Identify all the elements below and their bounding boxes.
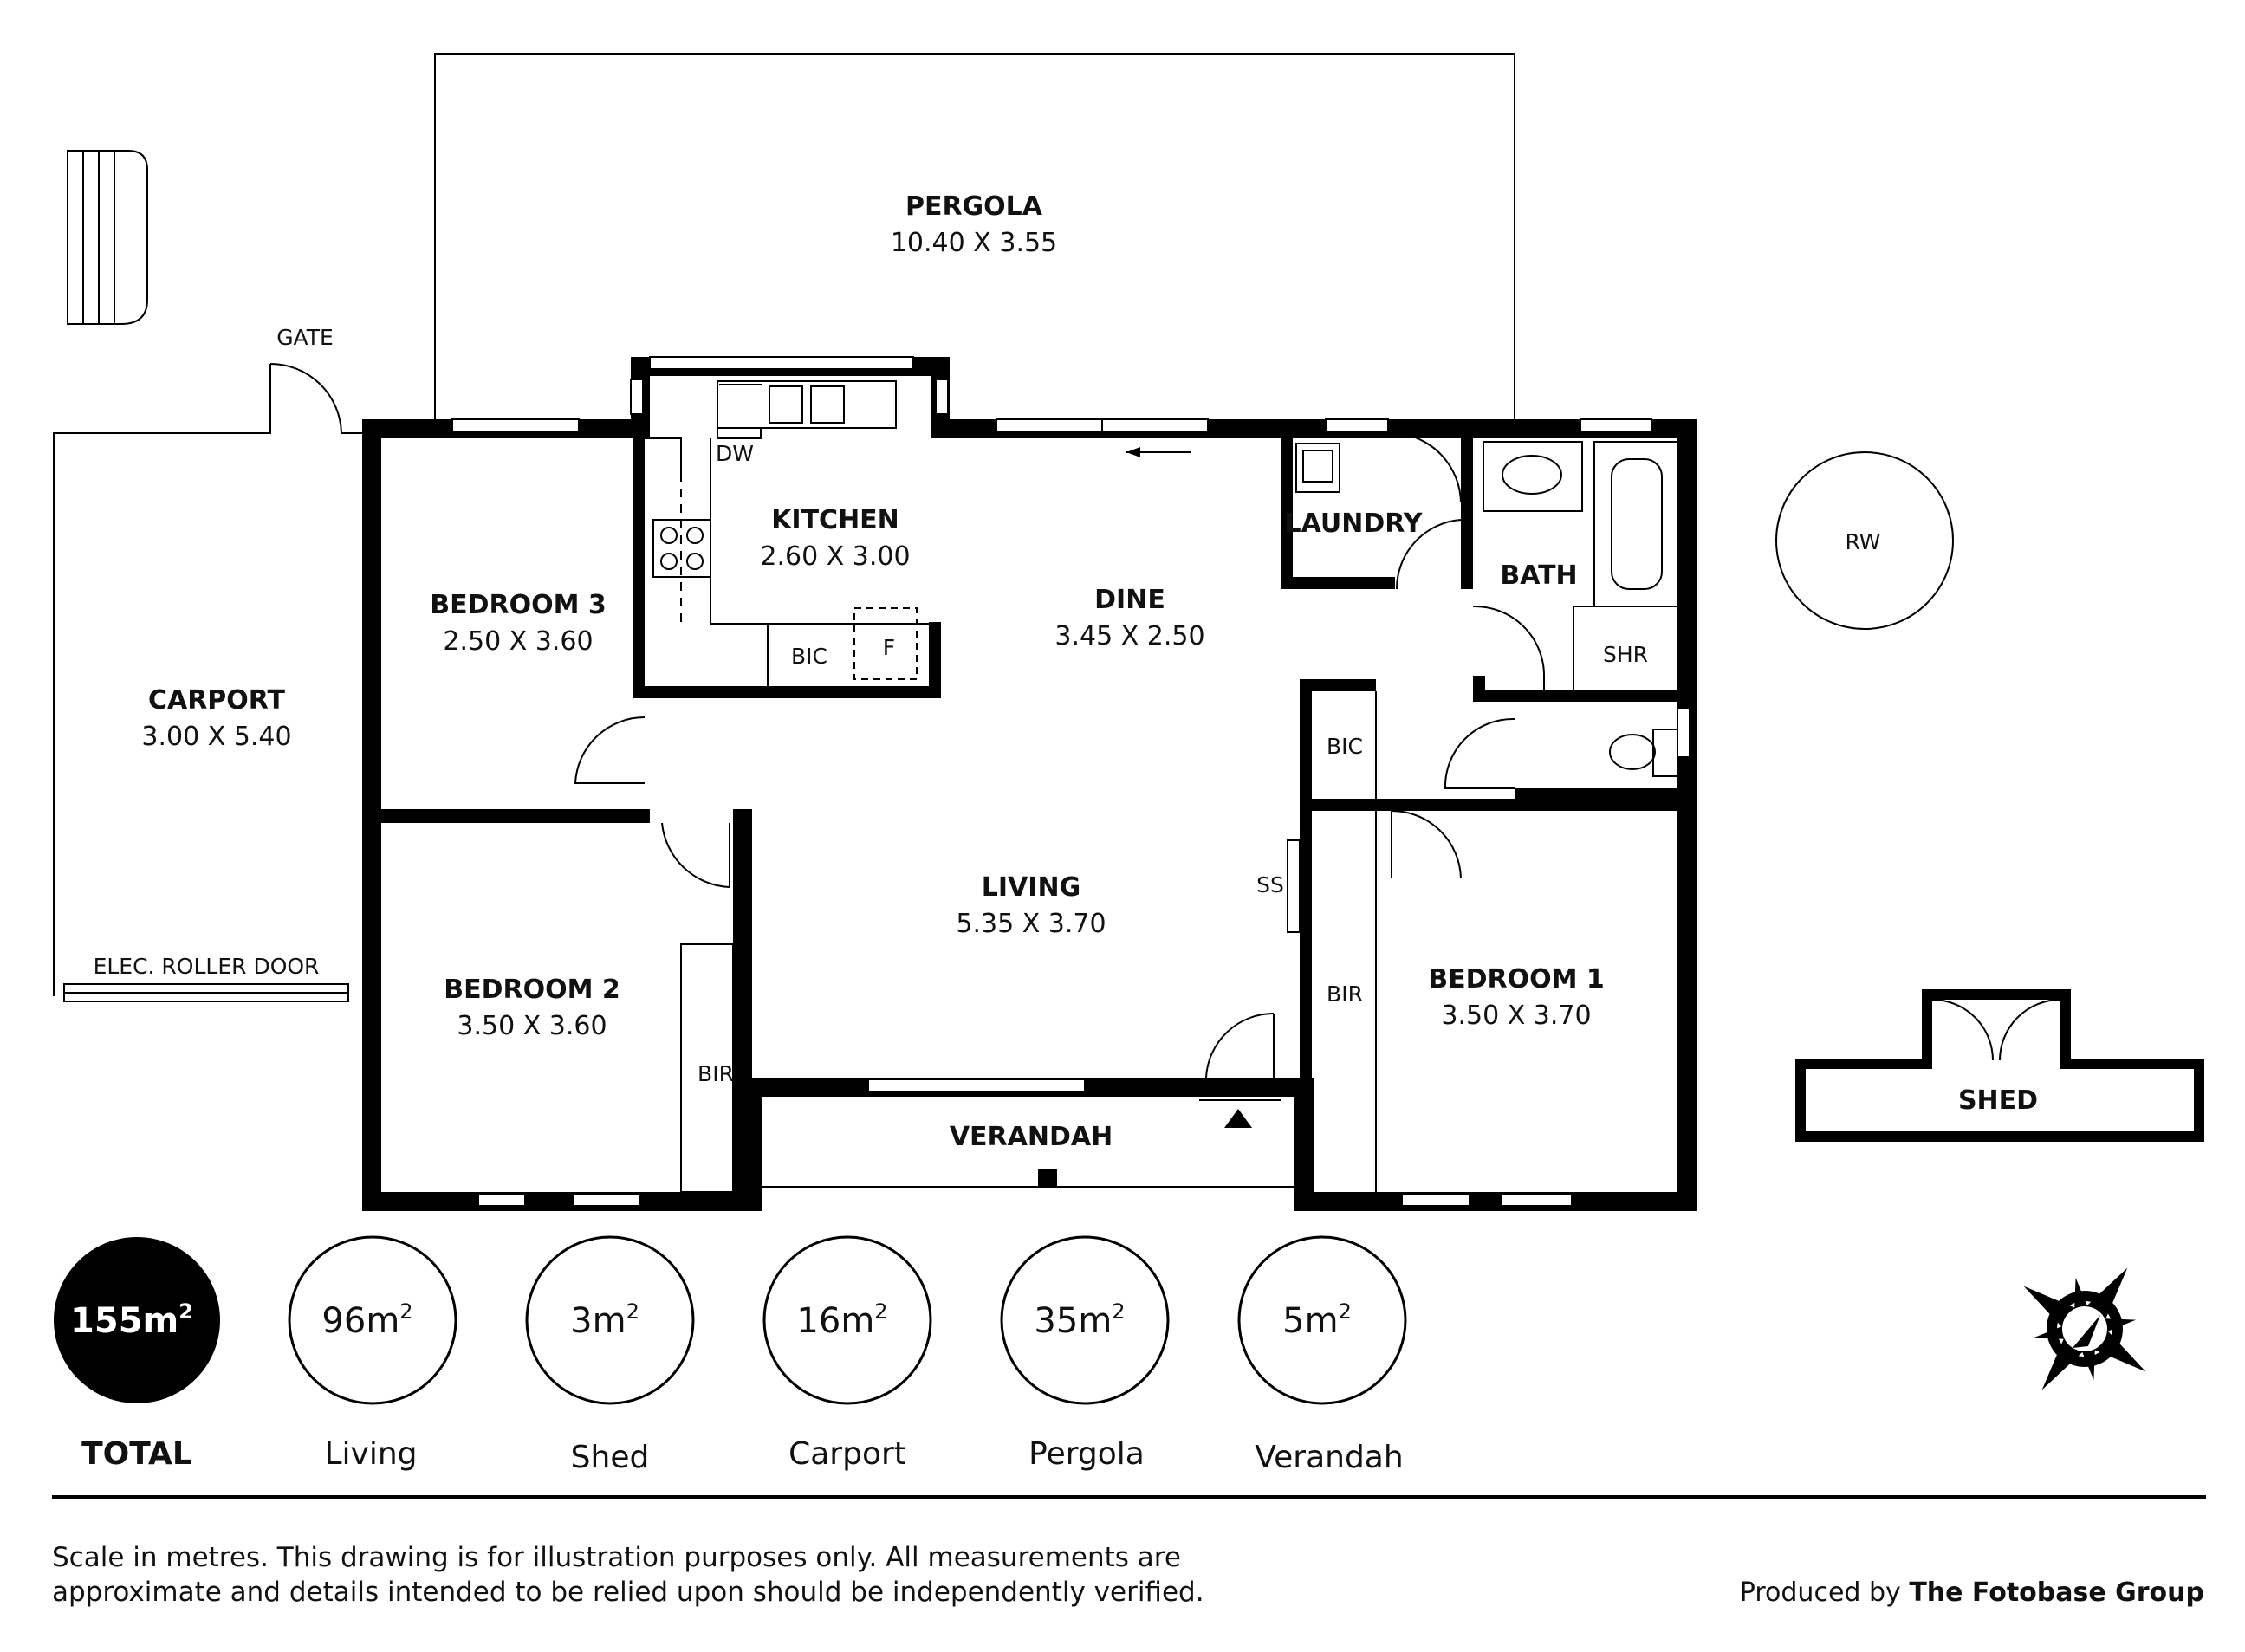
- living-area-label: Living: [324, 1436, 417, 1472]
- verandah-area-label: Verandah: [1255, 1440, 1403, 1475]
- svg-text:5m2: 5m2: [1282, 1299, 1352, 1341]
- room-dims-bedroom3: 2.50 X 3.60: [443, 626, 593, 657]
- room-name-pergola: PERGOLA: [905, 191, 1043, 222]
- hall-bic-label: BIC: [1327, 734, 1363, 759]
- room-name-carport: CARPORT: [148, 685, 286, 716]
- pergola-outline: [434, 53, 1515, 419]
- room-name-living: LIVING: [982, 872, 1080, 903]
- carport-area-value: 16m: [796, 1301, 874, 1341]
- room-name-shed: SHED: [1958, 1085, 2038, 1116]
- bedroom1-bir-label: BIR: [1327, 981, 1363, 1007]
- carport-outline: [53, 364, 362, 996]
- room-dims-carport: 3.00 X 5.40: [141, 722, 291, 752]
- kitchen-fixtures: [645, 380, 929, 686]
- total-area-unit-exp: 2: [178, 1299, 193, 1324]
- producer-credit: Produced by The Fotobase Group: [1740, 1577, 2204, 1608]
- room-name-bedroom2: BEDROOM 2: [444, 975, 620, 1005]
- room-dims-kitchen: 2.60 X 3.00: [760, 541, 910, 572]
- bath-fixtures: [1483, 441, 1678, 690]
- interior-walls: [362, 419, 1681, 1211]
- verandah-area-unit-exp: 2: [1339, 1299, 1352, 1324]
- gate: [269, 363, 342, 434]
- room-name-bedroom3: BEDROOM 3: [430, 590, 607, 620]
- svg-text:96m2: 96m2: [321, 1299, 412, 1341]
- room-name-kitchen: KITCHEN: [771, 505, 899, 535]
- svg-text:3m2: 3m2: [570, 1299, 639, 1341]
- shed-area-value: 3m: [570, 1301, 626, 1341]
- fridge-label: F: [883, 635, 895, 660]
- verandah-outline: [762, 1099, 1294, 1188]
- bic-bir-outlines: [680, 691, 1377, 1193]
- svg-text:16m2: 16m2: [796, 1299, 887, 1341]
- room-name-verandah: VERANDAH: [950, 1122, 1113, 1152]
- shed-area-label: Shed: [571, 1440, 650, 1475]
- svg-text:35m2: 35m2: [1034, 1299, 1125, 1341]
- dishwasher-label: DW: [716, 441, 754, 466]
- svg-text:155m2: 155m2: [70, 1299, 193, 1341]
- laundry-trough: [1295, 443, 1340, 493]
- shed-building: [1795, 989, 2204, 1142]
- credit-prefix: Produced by: [1740, 1577, 1910, 1608]
- roller-door: [63, 983, 349, 1002]
- windows: [451, 356, 1690, 1207]
- doors: [574, 432, 1546, 1079]
- room-dims-pergola: 10.40 X 3.55: [891, 228, 1057, 258]
- room-name-dine: DINE: [1094, 585, 1165, 615]
- room-dims-dine: 3.45 X 2.50: [1054, 621, 1204, 651]
- shed-area-unit-exp: 2: [626, 1299, 639, 1324]
- credit-brand: The Fotobase Group: [1909, 1577, 2204, 1608]
- smoke-sensor-label: SS: [1256, 872, 1284, 897]
- area-living: 96m2 Living: [288, 1235, 457, 1472]
- living-area-value: 96m: [321, 1301, 399, 1341]
- room-dims-bedroom1: 3.50 X 3.70: [1441, 1001, 1591, 1031]
- room-name-laundry: LAUNDRY: [1285, 509, 1424, 539]
- total-area-label: TOTAL: [81, 1436, 192, 1472]
- bedroom2-bir-label: BIR: [698, 1061, 734, 1086]
- living-area-unit-exp: 2: [399, 1299, 412, 1324]
- area-total: 155m2 TOTAL: [54, 1237, 220, 1472]
- pergola-area-value: 35m: [1034, 1301, 1112, 1341]
- room-dims-bedroom2: 3.50 X 3.60: [457, 1011, 607, 1041]
- north-compass-icon: [2023, 1267, 2146, 1390]
- water-tank-object: [67, 150, 148, 325]
- gate-label: GATE: [276, 325, 334, 350]
- direction-arrow: [1126, 447, 1191, 457]
- pergola-area-unit-exp: 2: [1112, 1299, 1125, 1324]
- room-dims-living: 5.35 X 3.70: [956, 909, 1106, 939]
- shower-label: SHR: [1603, 642, 1648, 667]
- roller-door-label: ELEC. ROLLER DOOR: [94, 954, 320, 979]
- room-name-bath: BATH: [1500, 560, 1577, 591]
- toilet: [1609, 729, 1678, 777]
- rainwater-tank-label: RW: [1845, 529, 1880, 554]
- carport-area-unit-exp: 2: [874, 1299, 887, 1324]
- rainwater-tank: [1775, 451, 1954, 630]
- carport-area-label: Carport: [788, 1436, 906, 1472]
- area-verandah: 5m2 Verandah: [1237, 1235, 1407, 1475]
- pergola-area-label: Pergola: [1028, 1436, 1145, 1472]
- kitchen-bic-label: BIC: [791, 644, 827, 669]
- total-area-value: 155m: [70, 1301, 178, 1341]
- area-pergola: 35m2 Pergola: [1000, 1235, 1170, 1472]
- disclaimer-line-1: Scale in metres. This drawing is for ill…: [52, 1542, 1181, 1573]
- verandah-area-value: 5m: [1282, 1301, 1338, 1341]
- room-name-bedroom1: BEDROOM 1: [1428, 964, 1605, 994]
- area-shed: 3m2 Shed: [525, 1235, 695, 1475]
- disclaimer-line-2: approximate and details intended to be r…: [52, 1577, 1204, 1608]
- area-carport: 16m2 Carport: [762, 1235, 932, 1472]
- total-area-badge: [54, 1237, 220, 1403]
